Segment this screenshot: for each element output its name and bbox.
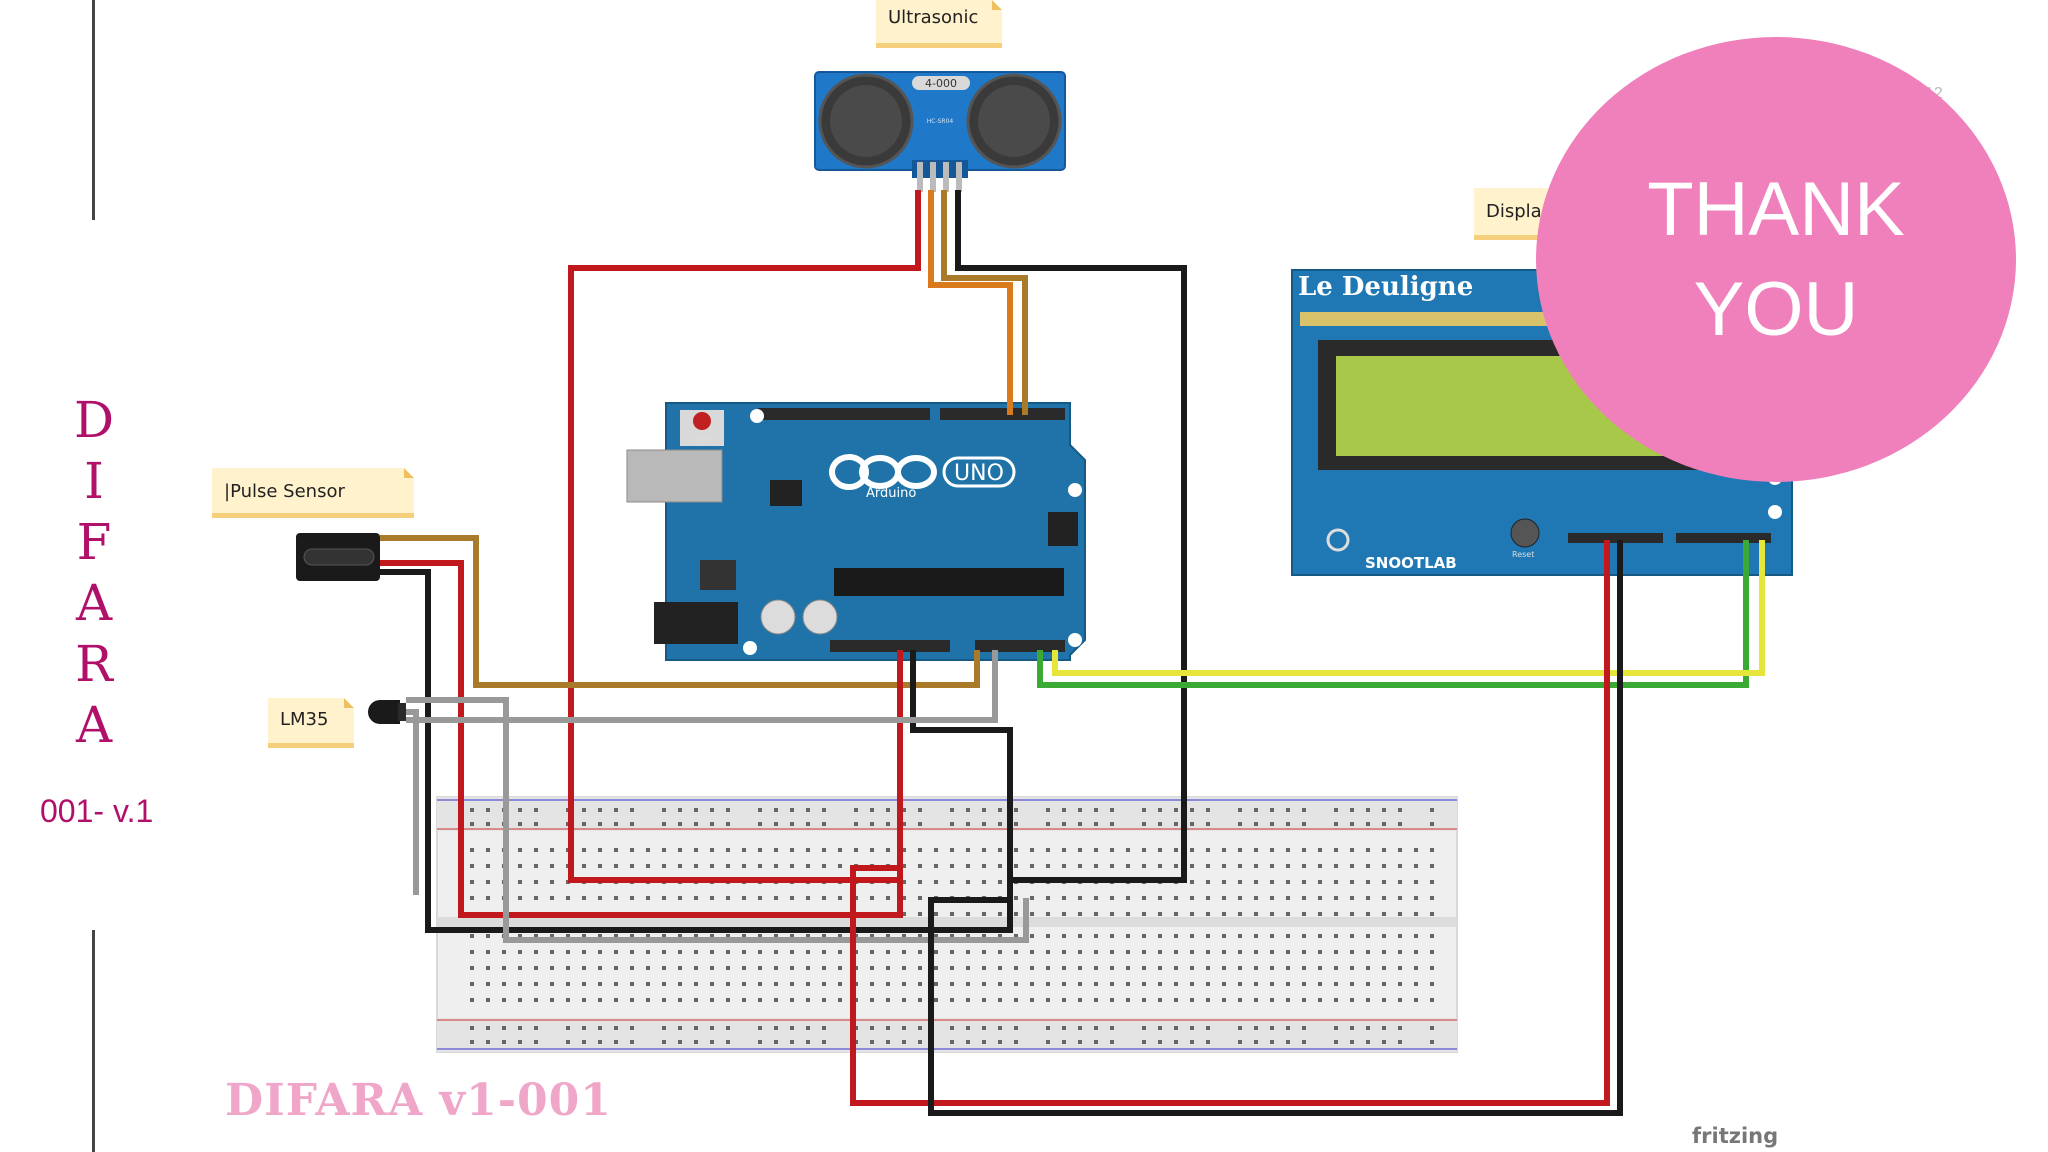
wire-orange-ultrasonic (928, 190, 1013, 415)
wire-gray-lm35-3 (406, 650, 998, 723)
thank-you-line-1: THANK (1647, 166, 1905, 252)
wire-brown-pulse (380, 535, 980, 688)
lcd-reset-label: Reset (1512, 550, 1534, 559)
wire-gray-lm35-2 (406, 709, 419, 895)
title-letter: I (84, 452, 104, 510)
title-letter: R (75, 635, 113, 693)
arduino-uno-board: RESET Arduino UNO (626, 402, 1086, 661)
version-label: 001- v.1 (40, 793, 154, 829)
lcd-maker-text: SNOOTLAB (1365, 554, 1457, 572)
title-letter: D (73, 391, 115, 449)
title-letter: A (75, 574, 113, 632)
ultrasonic-sensor: 4-000 HC-SR04 (814, 71, 1066, 192)
wire-red-pulse (380, 560, 903, 918)
wires (380, 190, 1765, 1116)
wire-gray-lm35-1 (406, 697, 1029, 943)
ultrasonic-label: Ultrasonic (876, 0, 1002, 48)
top-divider-line (92, 0, 95, 220)
thank-you-circle: THANK YOU (1536, 37, 2016, 482)
bottom-divider-line (92, 930, 95, 1152)
ultrasonic-label-text: Ultrasonic (888, 7, 979, 28)
title-letter: A (75, 696, 113, 754)
watermark-text: DIFARA v1-001 (225, 1075, 612, 1126)
wire-green-lcd (1037, 540, 1749, 688)
lm35-label: LM35 (268, 698, 354, 748)
wire-black-ultrasonic (955, 190, 1187, 883)
wire-black-pulse (380, 569, 1013, 933)
arduino-model-text: UNO (954, 461, 1004, 486)
arduino-brand-text: Arduino (866, 486, 916, 501)
ultrasonic-top-text: 4-000 (925, 77, 957, 90)
pulse-sensor-label: |Pulse Sensor (212, 468, 414, 518)
wire-red-lcd (850, 540, 1610, 1106)
fritzing-brand: fritzing (1692, 1124, 1779, 1148)
title-letter: F (76, 513, 112, 571)
pulse-sensor-label-text: |Pulse Sensor (224, 481, 345, 502)
ultrasonic-model-text: HC-SR04 (927, 118, 954, 125)
pulse-sensor (296, 533, 380, 581)
thank-you-text: THANK YOU (1646, 160, 1906, 360)
wire-black-lcd (928, 540, 1623, 1116)
wire-brown-ultrasonic (941, 190, 1028, 415)
wire-yellow-lcd (1052, 540, 1765, 676)
wire-red-ultrasonic (568, 190, 921, 883)
lm35-sensor (368, 700, 406, 724)
arduino-reset-label: RESET (691, 437, 714, 445)
lm35-label-text: LM35 (280, 709, 329, 730)
breadboard (436, 796, 1458, 1053)
vertical-title: D I F A R A (72, 390, 116, 756)
thank-you-line-2: YOU (1693, 266, 1859, 352)
lcd-brand-text: Le Deuligne (1298, 272, 1473, 302)
display-label-text: Displa (1486, 201, 1542, 222)
